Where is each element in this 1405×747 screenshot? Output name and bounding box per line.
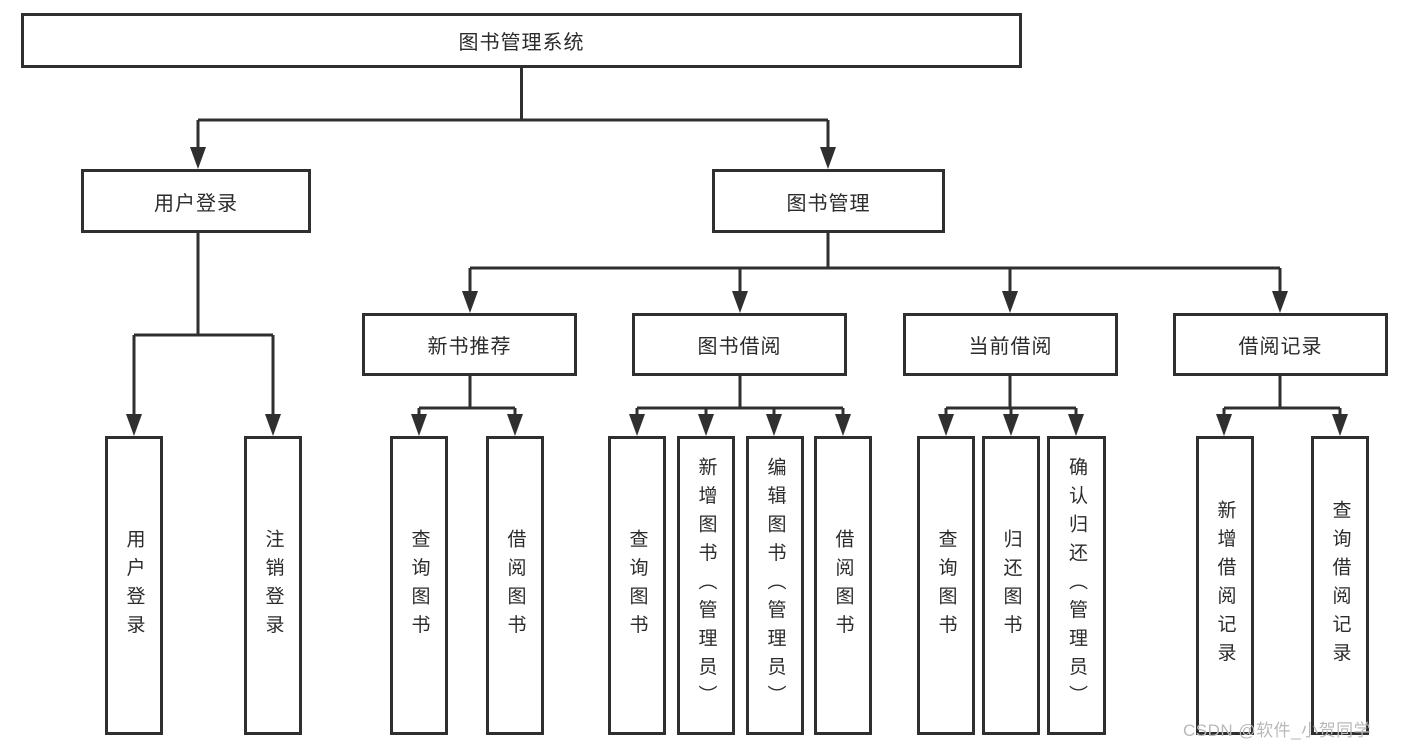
leaf-edit-book-admin: 编辑图书（管理员） <box>746 436 804 735</box>
node-book-management: 图书管理 <box>712 169 945 233</box>
leaf-confirm-return-admin: 确认归还（管理员） <box>1047 436 1106 735</box>
leaf-add-book-admin: 新增图书（管理员） <box>677 436 735 735</box>
leaf-query-books-recommend: 查询图书 <box>390 436 448 735</box>
node-new-book-recommend: 新书推荐 <box>362 313 577 376</box>
leaf-return-books: 归还图书 <box>982 436 1040 735</box>
leaf-borrow-books-recommend: 借阅图书 <box>486 436 544 735</box>
leaf-borrow-books-borrowing: 借阅图书 <box>814 436 872 735</box>
node-book-borrowing: 图书借阅 <box>632 313 847 376</box>
node-library-management-system: 图书管理系统 <box>21 13 1022 68</box>
leaf-user-login: 用户登录 <box>105 436 163 735</box>
leaf-query-books-borrowing: 查询图书 <box>608 436 666 735</box>
node-borrowing-records: 借阅记录 <box>1173 313 1388 376</box>
leaf-query-borrow-record: 查询借阅记录 <box>1311 436 1369 735</box>
leaf-add-borrow-record: 新增借阅记录 <box>1196 436 1254 735</box>
node-current-borrowing: 当前借阅 <box>903 313 1118 376</box>
watermark: CSDN @软件_小贺同学 <box>1183 721 1372 740</box>
leaf-logout: 注销登录 <box>244 436 302 735</box>
leaf-query-books-current: 查询图书 <box>917 436 975 735</box>
node-user-login: 用户登录 <box>81 169 311 233</box>
